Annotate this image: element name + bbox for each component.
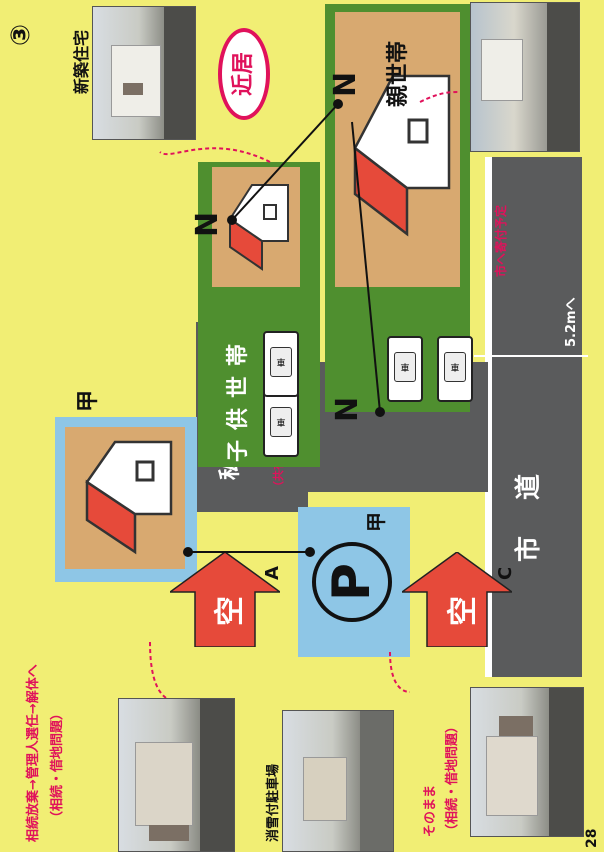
kou-house-icon: [85, 440, 173, 555]
parent-house-icon: [353, 74, 451, 237]
photo-vacant-c: [470, 687, 584, 837]
child-house-icon: [228, 184, 289, 271]
caption-vacant-c-line1: そのまま: [423, 784, 438, 837]
vacant-arrow-a: [170, 552, 280, 647]
caption-vacant-a: 相続放棄→管理人選任→解体へ （相続・借地問題）: [22, 664, 70, 842]
caption-vacant-a-line1: 相続放棄→管理人選任→解体へ: [26, 664, 41, 842]
photo-parent-side: [470, 2, 580, 152]
caption-snow-parking: 消雪付駐車場: [266, 763, 281, 842]
caption-new-house: 新築住宅: [72, 29, 91, 94]
caption-vacant-a-line2: （相続・借地問題）: [50, 706, 65, 824]
north-mark-1: N: [190, 211, 225, 237]
photo-snow-parking: [282, 710, 394, 852]
photo-new-house: [92, 6, 196, 140]
kinkyo-label: 近居: [231, 52, 256, 97]
kinkyo-badge: 近居: [218, 28, 270, 120]
caption-vacant-c: そのまま （相続・借地問題）: [420, 720, 464, 837]
figure-number: ③: [6, 23, 36, 46]
page-number: 28: [584, 828, 600, 848]
north-mark-2: N: [330, 396, 365, 422]
photo-vacant-a: [118, 698, 235, 852]
caption-vacant-c-line2: （相続・借地問題）: [445, 719, 460, 837]
vacant-arrow-c: [402, 552, 512, 647]
north-mark-3: N: [328, 71, 363, 97]
